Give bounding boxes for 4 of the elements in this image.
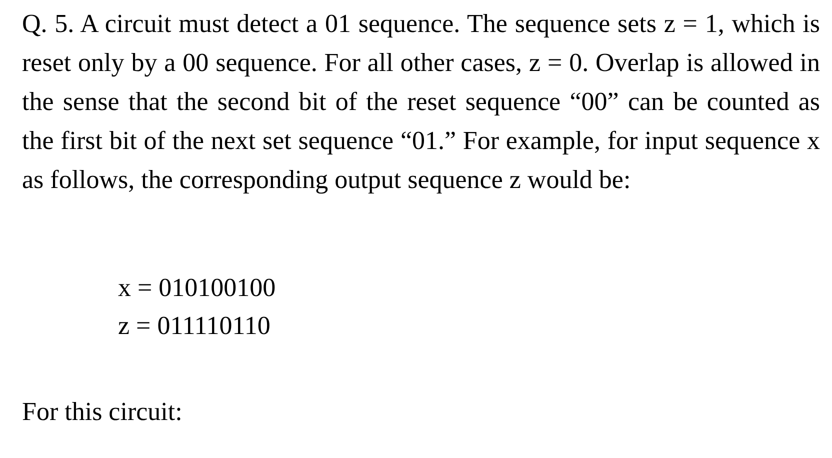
equation: z = 011110110	[118, 311, 270, 341]
text-line: For this circuit:	[22, 397, 182, 427]
equation: x = 010100100	[118, 273, 276, 303]
question-paragraph: Q. 5. A circuit must detect a 01 sequence. The sequence sets z = 1, which is reset only by a 00 sequence. For all other cases, z = 0. Overlap is allowed in the sense that the second bit of the reset sequence “00” can be counted as the first bit of the next set sequence “01.” For example, for input sequence x as follows, the corresponding output sequence z would be:	[22, 8, 820, 196]
